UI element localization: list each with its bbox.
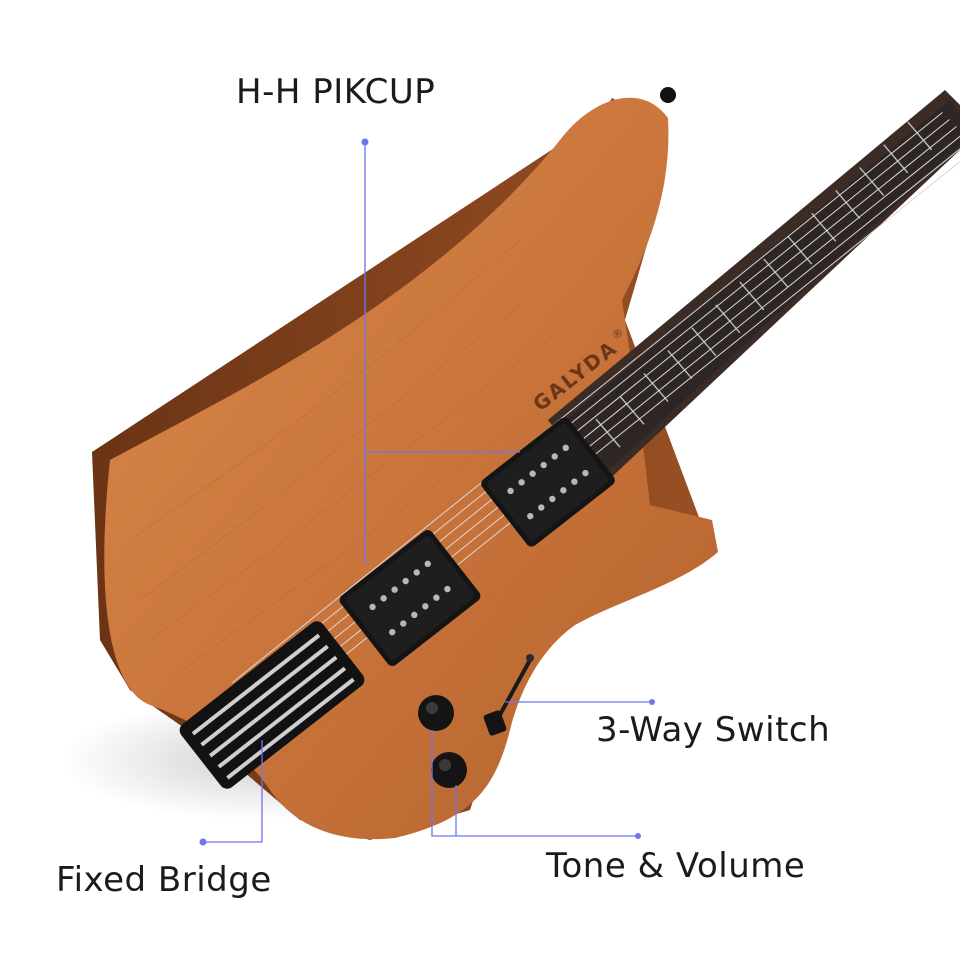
pole-piece xyxy=(411,611,418,619)
fixed-bridge xyxy=(179,621,365,789)
pole-piece xyxy=(413,569,420,576)
volume-knob xyxy=(418,695,454,731)
pole-piece xyxy=(444,585,451,593)
guitar-body xyxy=(104,97,719,840)
neck-pickup xyxy=(481,417,615,547)
fret xyxy=(715,304,741,334)
knobs-callout-label: Tone & Volume xyxy=(546,846,806,886)
fret xyxy=(595,418,621,448)
pole-piece xyxy=(402,577,409,585)
pole-piece xyxy=(507,487,514,495)
pole-piece xyxy=(562,444,569,452)
fret xyxy=(739,281,765,311)
switch-callout-label: 3-Way Switch xyxy=(596,710,831,750)
pole-piece xyxy=(529,470,536,477)
pole-piece xyxy=(582,469,589,477)
pole-piece xyxy=(560,487,567,494)
pole-piece xyxy=(389,628,396,636)
pole-piece xyxy=(540,461,547,469)
bridge-callout-label: Fixed Bridge xyxy=(56,860,272,900)
pole-piece xyxy=(551,453,558,460)
fret xyxy=(643,372,669,402)
fret xyxy=(619,395,645,425)
fretboard xyxy=(556,100,960,480)
wood-grain xyxy=(129,239,641,771)
fret xyxy=(787,235,813,265)
bridge-pickup xyxy=(339,530,481,666)
pole-piece xyxy=(369,603,376,611)
pole-piece xyxy=(380,595,387,602)
fret xyxy=(811,212,837,242)
pole-piece xyxy=(424,560,431,568)
pole-piece xyxy=(400,620,407,627)
three-way-switch xyxy=(483,654,534,736)
pole-piece xyxy=(422,603,429,610)
fret xyxy=(907,121,933,151)
pole-piece xyxy=(571,478,578,485)
strap-button xyxy=(660,87,676,103)
pole-piece xyxy=(433,594,440,601)
pole-piece xyxy=(538,504,545,511)
callout-lines xyxy=(199,138,655,846)
fret xyxy=(883,144,909,174)
fret xyxy=(763,258,789,288)
pole-piece xyxy=(527,512,534,520)
pole-piece xyxy=(391,586,398,593)
string xyxy=(232,112,943,683)
tone-knob xyxy=(431,752,467,788)
pole-piece xyxy=(549,495,556,503)
pickup-callout-label: H-H PIKCUP xyxy=(236,72,436,112)
pole-piece xyxy=(518,479,525,486)
